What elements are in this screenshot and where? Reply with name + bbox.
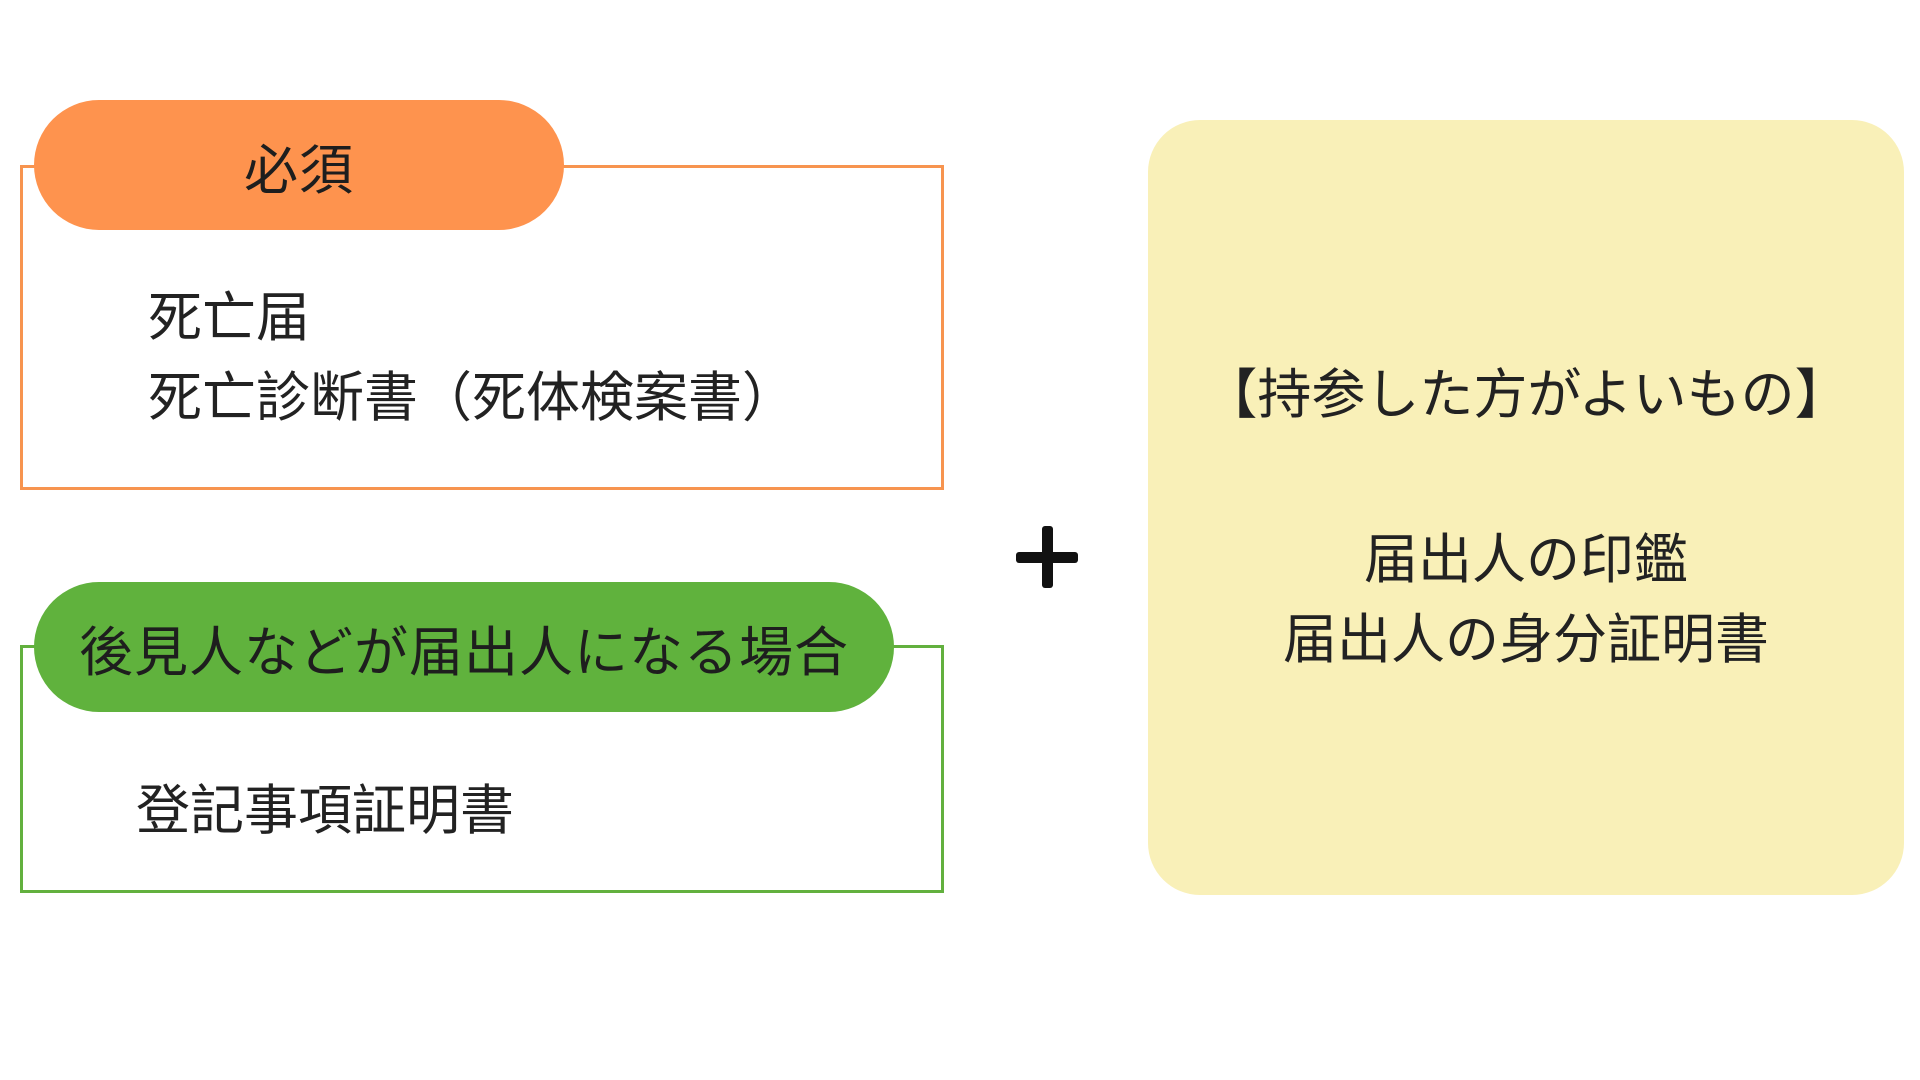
guardian-documents-list: 登記事項証明書	[136, 771, 514, 851]
required-document-item: 死亡届	[148, 286, 310, 349]
recommended-item: 届出人の印鑑	[1364, 528, 1688, 591]
required-documents-list: 死亡届 死亡診断書（死体検案書）	[148, 278, 796, 438]
guardian-label-pill: 後見人などが届出人になる場合	[34, 582, 894, 712]
plus-icon	[1016, 526, 1078, 588]
required-document-item: 死亡診断書（死体検案書）	[148, 366, 796, 429]
recommended-items-list: 届出人の印鑑 届出人の身分証明書	[1148, 520, 1904, 680]
guardian-label: 後見人などが届出人になる場合	[79, 620, 849, 684]
required-label-pill: 必須	[34, 100, 564, 230]
guardian-document-item: 登記事項証明書	[136, 779, 514, 842]
recommended-item: 届出人の身分証明書	[1283, 608, 1769, 671]
plus-icon-vertical-bar	[1042, 526, 1053, 588]
required-label: 必須	[244, 138, 354, 202]
recommended-items-panel: 【持参した方がよいもの】 届出人の印鑑 届出人の身分証明書	[1148, 120, 1904, 895]
recommended-title: 【持参した方がよいもの】	[1203, 363, 1849, 426]
